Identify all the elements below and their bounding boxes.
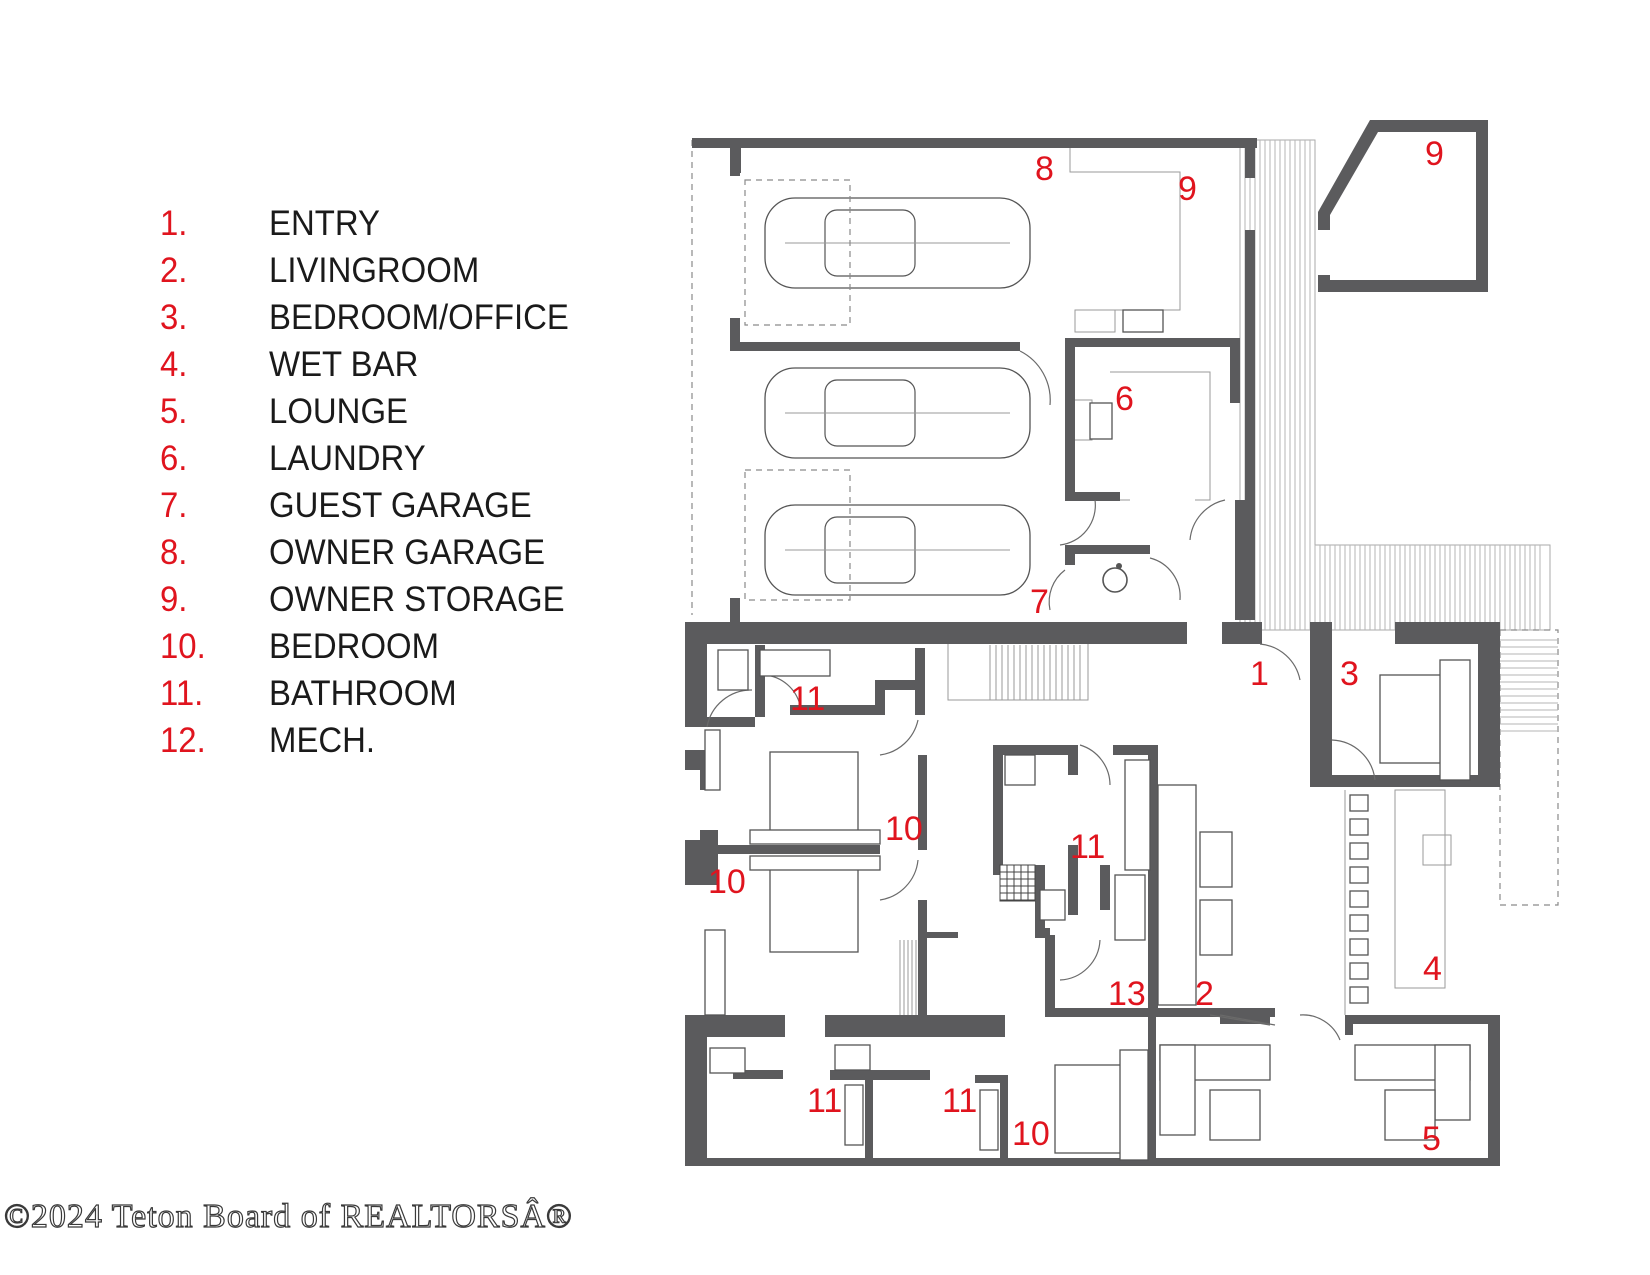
car-icon-1	[764, 197, 1031, 289]
accessibility-icon	[1102, 563, 1128, 593]
room-number-label: 11	[807, 1082, 842, 1120]
room-number-label: 13	[1108, 975, 1146, 1013]
parking-stall	[744, 179, 851, 326]
room-number-label: 11	[942, 1082, 977, 1120]
legend-number: 8.	[160, 533, 188, 572]
toilet-icon	[709, 1047, 746, 1074]
legend-number: 10.	[160, 627, 206, 666]
desk-icon	[704, 929, 726, 1016]
legend-number: 1.	[160, 204, 188, 243]
legend-number: 9.	[160, 580, 188, 619]
bar-stool-icon	[1349, 962, 1369, 980]
sofa-icon	[1157, 784, 1197, 1006]
sink-icon	[1089, 402, 1113, 440]
legend-number: 2.	[160, 251, 188, 290]
deck-east	[1239, 139, 1559, 906]
room-number-label: 11	[1070, 828, 1105, 866]
walls	[685, 120, 1500, 1166]
bar-stool-icon	[1349, 890, 1369, 908]
sink-icon	[1122, 309, 1164, 333]
bar-stool-icon	[1349, 794, 1369, 812]
legend-number: 11.	[160, 674, 204, 713]
legend-item: 8. OWNER GARAGE	[160, 529, 592, 576]
bar-stool-icon	[1349, 914, 1369, 932]
copyright-watermark: ©2024 Teton Board of REALTORSÂ®	[3, 1197, 573, 1235]
legend-label: LIVINGROOM	[269, 251, 480, 290]
legend-item: 1. ENTRY	[160, 200, 592, 247]
room-number-label: 10	[1012, 1115, 1050, 1153]
room-number-label: 6	[1115, 380, 1134, 418]
legend-item: 3. BEDROOM/OFFICE	[160, 294, 592, 341]
legend-number: 6.	[160, 439, 188, 478]
legend-number: 4.	[160, 345, 188, 384]
toilet-icon	[834, 1044, 871, 1071]
legend-item: 7. GUEST GARAGE	[160, 482, 592, 529]
legend-number: 5.	[160, 392, 188, 431]
room-number-label: 5	[1422, 1120, 1441, 1158]
bar-stool-icon	[1349, 938, 1369, 956]
vanity-icon	[979, 1089, 999, 1151]
legend-item: 12. MECH.	[160, 717, 592, 764]
legend-item: 5. LOUNGE	[160, 388, 592, 435]
legend-item: 6. LAUNDRY	[160, 435, 592, 482]
car-icon-2	[764, 367, 1031, 459]
room-number-label: 4	[1423, 950, 1442, 988]
room-number-label: 8	[1035, 150, 1054, 188]
legend-label: WET BAR	[269, 345, 419, 384]
bar-stool-icon	[1349, 866, 1369, 884]
legend-item: 9. OWNER STORAGE	[160, 576, 592, 623]
vanity-icon	[1124, 759, 1151, 871]
room-number-label: 10	[708, 863, 746, 901]
legend-label: BEDROOM	[269, 627, 440, 666]
room-legend: 1. ENTRY 2. LIVINGROOM 3. BEDROOM/OFFICE 4. WET…	[160, 200, 620, 764]
legend-number: 3.	[160, 298, 188, 337]
room-number-label: 3	[1340, 655, 1359, 693]
legend-label: OWNER STORAGE	[269, 580, 565, 619]
legend-item: 4. WET BAR	[160, 341, 592, 388]
legend-label: MECH.	[269, 721, 376, 760]
legend-label: GUEST GARAGE	[269, 486, 532, 525]
room-number-label: 9	[1425, 135, 1444, 173]
bed-icon	[769, 751, 859, 843]
toilet-icon	[717, 649, 749, 691]
vanity-icon	[844, 1084, 864, 1146]
legend-number: 7.	[160, 486, 188, 525]
desk-icon	[704, 729, 721, 791]
furniture	[704, 309, 1471, 1161]
room-number-label: 10	[885, 810, 923, 848]
bathtub-icon	[1114, 874, 1146, 941]
legend-label: BEDROOM/OFFICE	[269, 298, 569, 337]
legend-item: 2. LIVINGROOM	[160, 247, 592, 294]
parking-stall	[744, 469, 851, 601]
bar-stool-icon	[1349, 842, 1369, 860]
bar-stool-icon	[1349, 818, 1369, 836]
toilet-icon	[1039, 889, 1066, 921]
legend-label: BATHROOM	[269, 674, 457, 713]
legend-label: LOUNGE	[269, 392, 408, 431]
toilet-icon	[1004, 754, 1036, 786]
legend-label: LAUNDRY	[269, 439, 426, 478]
bar-stool-icon	[1349, 986, 1369, 1004]
room-number-label: 2	[1195, 975, 1214, 1013]
bed-icon	[769, 861, 859, 953]
legend-label: OWNER GARAGE	[269, 533, 546, 572]
car-icon-3	[764, 504, 1031, 596]
vanity-icon	[759, 649, 831, 677]
room-number-label: 7	[1030, 583, 1049, 621]
room-number-label: 11	[790, 680, 825, 718]
legend-item: 11. BATHROOM	[160, 670, 592, 717]
legend-number: 12.	[160, 721, 206, 760]
legend-label: ENTRY	[269, 204, 380, 243]
room-number-label: 9	[1178, 170, 1197, 208]
room-number-label: 1	[1250, 655, 1269, 693]
legend-item: 10. BEDROOM	[160, 623, 592, 670]
